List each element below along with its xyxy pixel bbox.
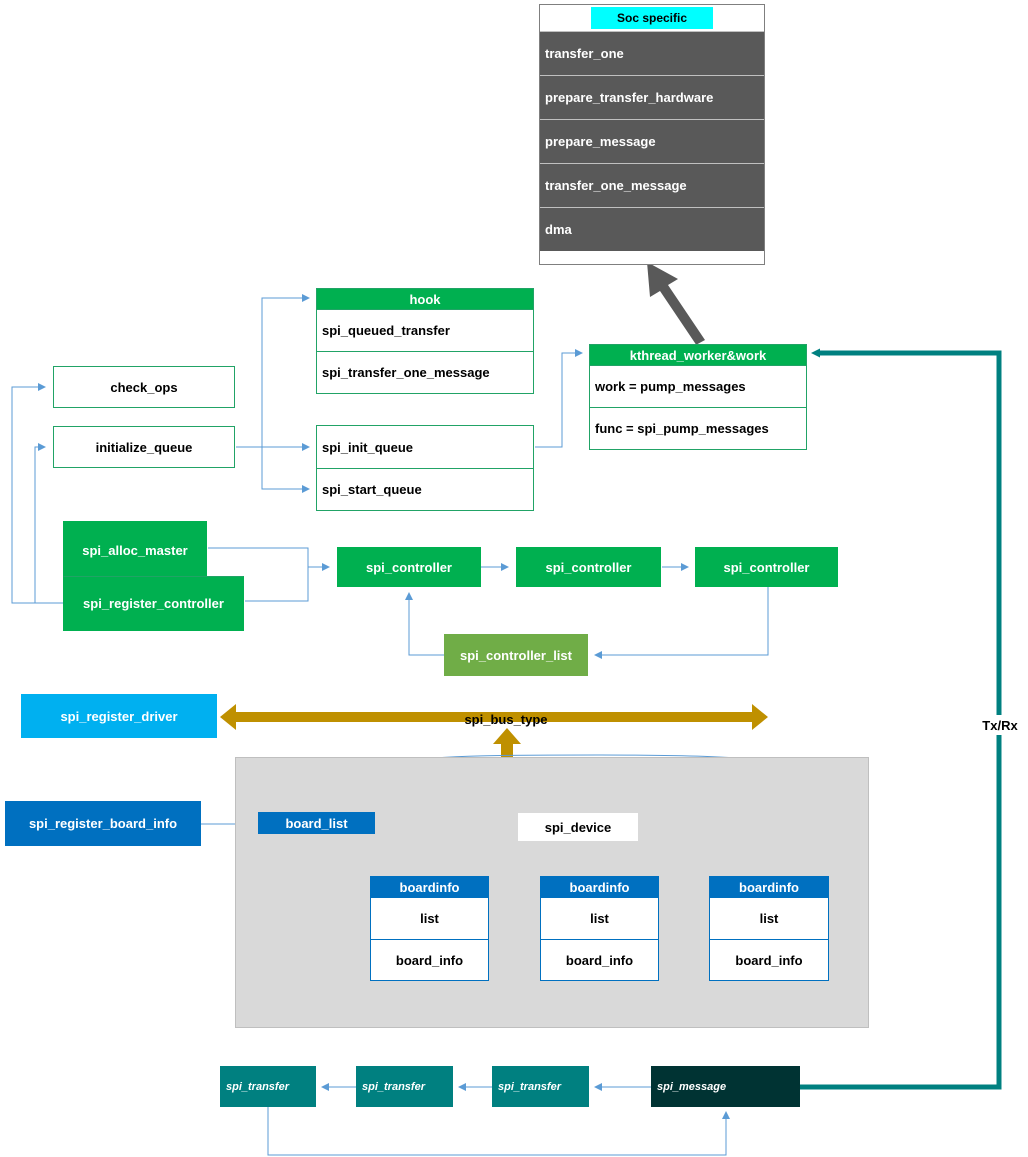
- soc-row: prepare_transfer_hardware: [540, 75, 764, 119]
- queue-row: spi_init_queue: [322, 439, 414, 455]
- kthread-row: work = pump_messages: [590, 365, 806, 407]
- kthread-table: kthread_worker&work work = pump_messages…: [589, 344, 807, 450]
- boardinfo-table: boardinfo list board_info: [709, 876, 829, 981]
- gray-arrow: [647, 262, 705, 347]
- spi-alloc-master-box: spi_alloc_master: [63, 521, 207, 577]
- kthread-row: func = spi_pump_messages: [590, 407, 806, 449]
- spi-controller-list-box: spi_controller_list: [444, 634, 588, 676]
- soc-row: dma: [540, 207, 764, 251]
- soc-row: transfer_one_message: [540, 163, 764, 207]
- spi-register-controller-box: spi_register_controller: [63, 576, 244, 631]
- spi-device-label: spi_device: [518, 813, 638, 841]
- txrx-label: Tx/Rx: [976, 715, 1024, 735]
- boardinfo-header: boardinfo: [710, 877, 828, 897]
- kthread-header: kthread_worker&work: [590, 345, 806, 365]
- soc-specific-header: Soc specific: [540, 5, 764, 31]
- boardinfo-row: board_info: [710, 939, 828, 981]
- spi-register-driver-box: spi_register_driver: [21, 694, 217, 738]
- hook-row: spi_queued_transfer: [317, 309, 533, 351]
- soc-row: transfer_one: [540, 31, 764, 75]
- boardinfo-row: board_info: [541, 939, 658, 981]
- boardinfo-header: boardinfo: [371, 877, 488, 897]
- boardinfo-row: list: [371, 897, 488, 939]
- hook-header: hook: [317, 289, 533, 309]
- boardinfo-table: boardinfo list board_info: [540, 876, 659, 981]
- check-ops-box: check_ops: [53, 366, 235, 408]
- initialize-queue-box: initialize_queue: [53, 426, 235, 468]
- boardinfo-row: list: [541, 897, 658, 939]
- spi-transfer-box: spi_transfer: [220, 1066, 316, 1107]
- spi-controller-box: spi_controller: [516, 547, 661, 587]
- boardinfo-header: boardinfo: [541, 877, 658, 897]
- boardinfo-table: boardinfo list board_info: [370, 876, 489, 981]
- queue-table: spi_init_queue spi_start_queue: [316, 425, 534, 511]
- boardinfo-row: list: [710, 897, 828, 939]
- hook-row: spi_transfer_one_message: [317, 351, 533, 393]
- spi-register-board-info-box: spi_register_board_info: [5, 801, 201, 846]
- spi-controller-box: spi_controller: [695, 547, 838, 587]
- queue-row: spi_start_queue: [317, 468, 533, 510]
- board-list-box: board_list: [258, 812, 375, 834]
- spi-transfer-box: spi_transfer: [356, 1066, 453, 1107]
- spi-controller-box: spi_controller: [337, 547, 481, 587]
- spi-bus-type-label: spi_bus_type: [464, 711, 548, 727]
- soc-row: prepare_message: [540, 119, 764, 163]
- spi-message-box: spi_message: [651, 1066, 800, 1107]
- spi-transfer-box: spi_transfer: [492, 1066, 589, 1107]
- boardinfo-row: board_info: [371, 939, 488, 981]
- soc-specific-block: Soc specific transfer_one prepare_transf…: [539, 4, 765, 265]
- soc-specific-title: Soc specific: [590, 7, 714, 29]
- hook-table: hook spi_queued_transfer spi_transfer_on…: [316, 288, 534, 394]
